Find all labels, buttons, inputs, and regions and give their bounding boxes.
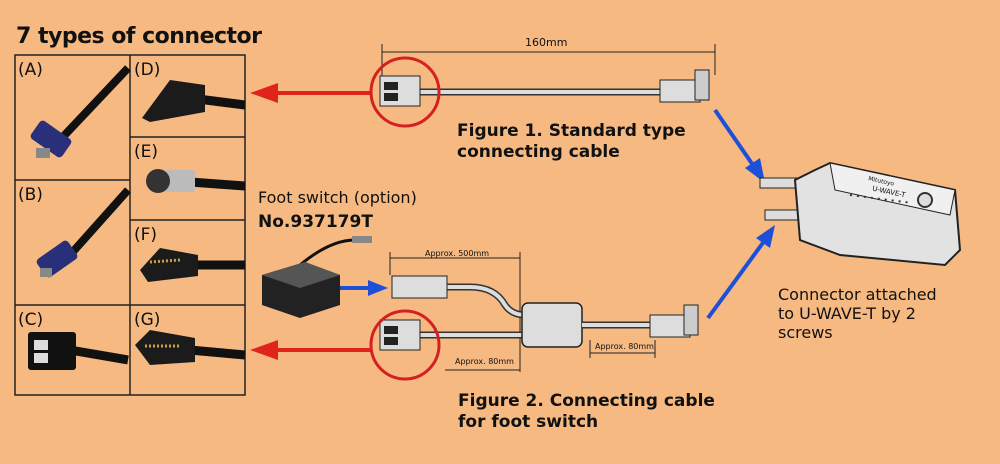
connector-label-f: (F) <box>134 225 158 245</box>
highlight-circle-bottom <box>369 309 441 381</box>
u-wave-note-line2: to U-WAVE-T by 2 <box>778 304 916 323</box>
blue-arrow-lower <box>706 225 775 320</box>
connector-label-g: (G) <box>134 310 161 330</box>
dim-approx-80-right: Approx. 80mm <box>595 342 654 351</box>
connector-g-image <box>135 330 246 365</box>
red-arrow-top <box>250 83 372 103</box>
red-arrow-bottom <box>250 340 372 360</box>
dim-approx-80-left: Approx. 80mm <box>455 357 514 366</box>
connector-b-image <box>36 187 131 278</box>
standard-cable <box>369 44 716 128</box>
foot-switch-image <box>262 236 372 318</box>
figure2-caption-line2: for foot switch <box>458 412 599 432</box>
figure1-caption-line2: connecting cable <box>457 142 620 162</box>
figure1-length-label: 160mm <box>525 36 568 49</box>
blue-arrow-upper <box>713 108 765 183</box>
u-wave-note: Connector attached to U-WAVE-T by 2 scre… <box>778 285 937 342</box>
foot-switch-part-number: No.937179T <box>258 212 373 232</box>
u-wave-note-line3: screws <box>778 323 833 342</box>
connector-grid <box>14 54 246 396</box>
figure1-caption-line1: Figure 1. Standard type <box>457 121 686 141</box>
u-wave-t-device <box>759 161 962 267</box>
connector-label-d: (D) <box>134 60 161 80</box>
figure1-caption: Figure 1. Standard type connecting cable <box>457 121 686 163</box>
figure2-caption-line1: Figure 2. Connecting cable <box>458 391 715 411</box>
connector-panel-title: 7 types of connector <box>16 24 262 49</box>
dim-approx-500: Approx. 500mm <box>425 249 490 258</box>
connector-c-image <box>28 332 129 370</box>
connector-d-image <box>142 80 246 122</box>
foot-switch-cable <box>369 252 699 381</box>
connector-a-image <box>30 65 131 158</box>
connector-label-c: (C) <box>18 310 44 330</box>
foot-switch-label: Foot switch (option) <box>258 188 417 207</box>
highlight-circle-top <box>369 56 441 128</box>
connector-label-e: (E) <box>134 142 159 162</box>
blue-arrow-footswitch <box>340 280 388 296</box>
connector-e-image <box>146 169 246 193</box>
connector-label-a: (A) <box>18 60 43 80</box>
u-wave-note-line1: Connector attached <box>778 285 937 304</box>
connector-label-b: (B) <box>18 185 43 205</box>
connector-f-image <box>140 248 245 282</box>
figure2-caption: Figure 2. Connecting cable for foot swit… <box>458 391 715 433</box>
